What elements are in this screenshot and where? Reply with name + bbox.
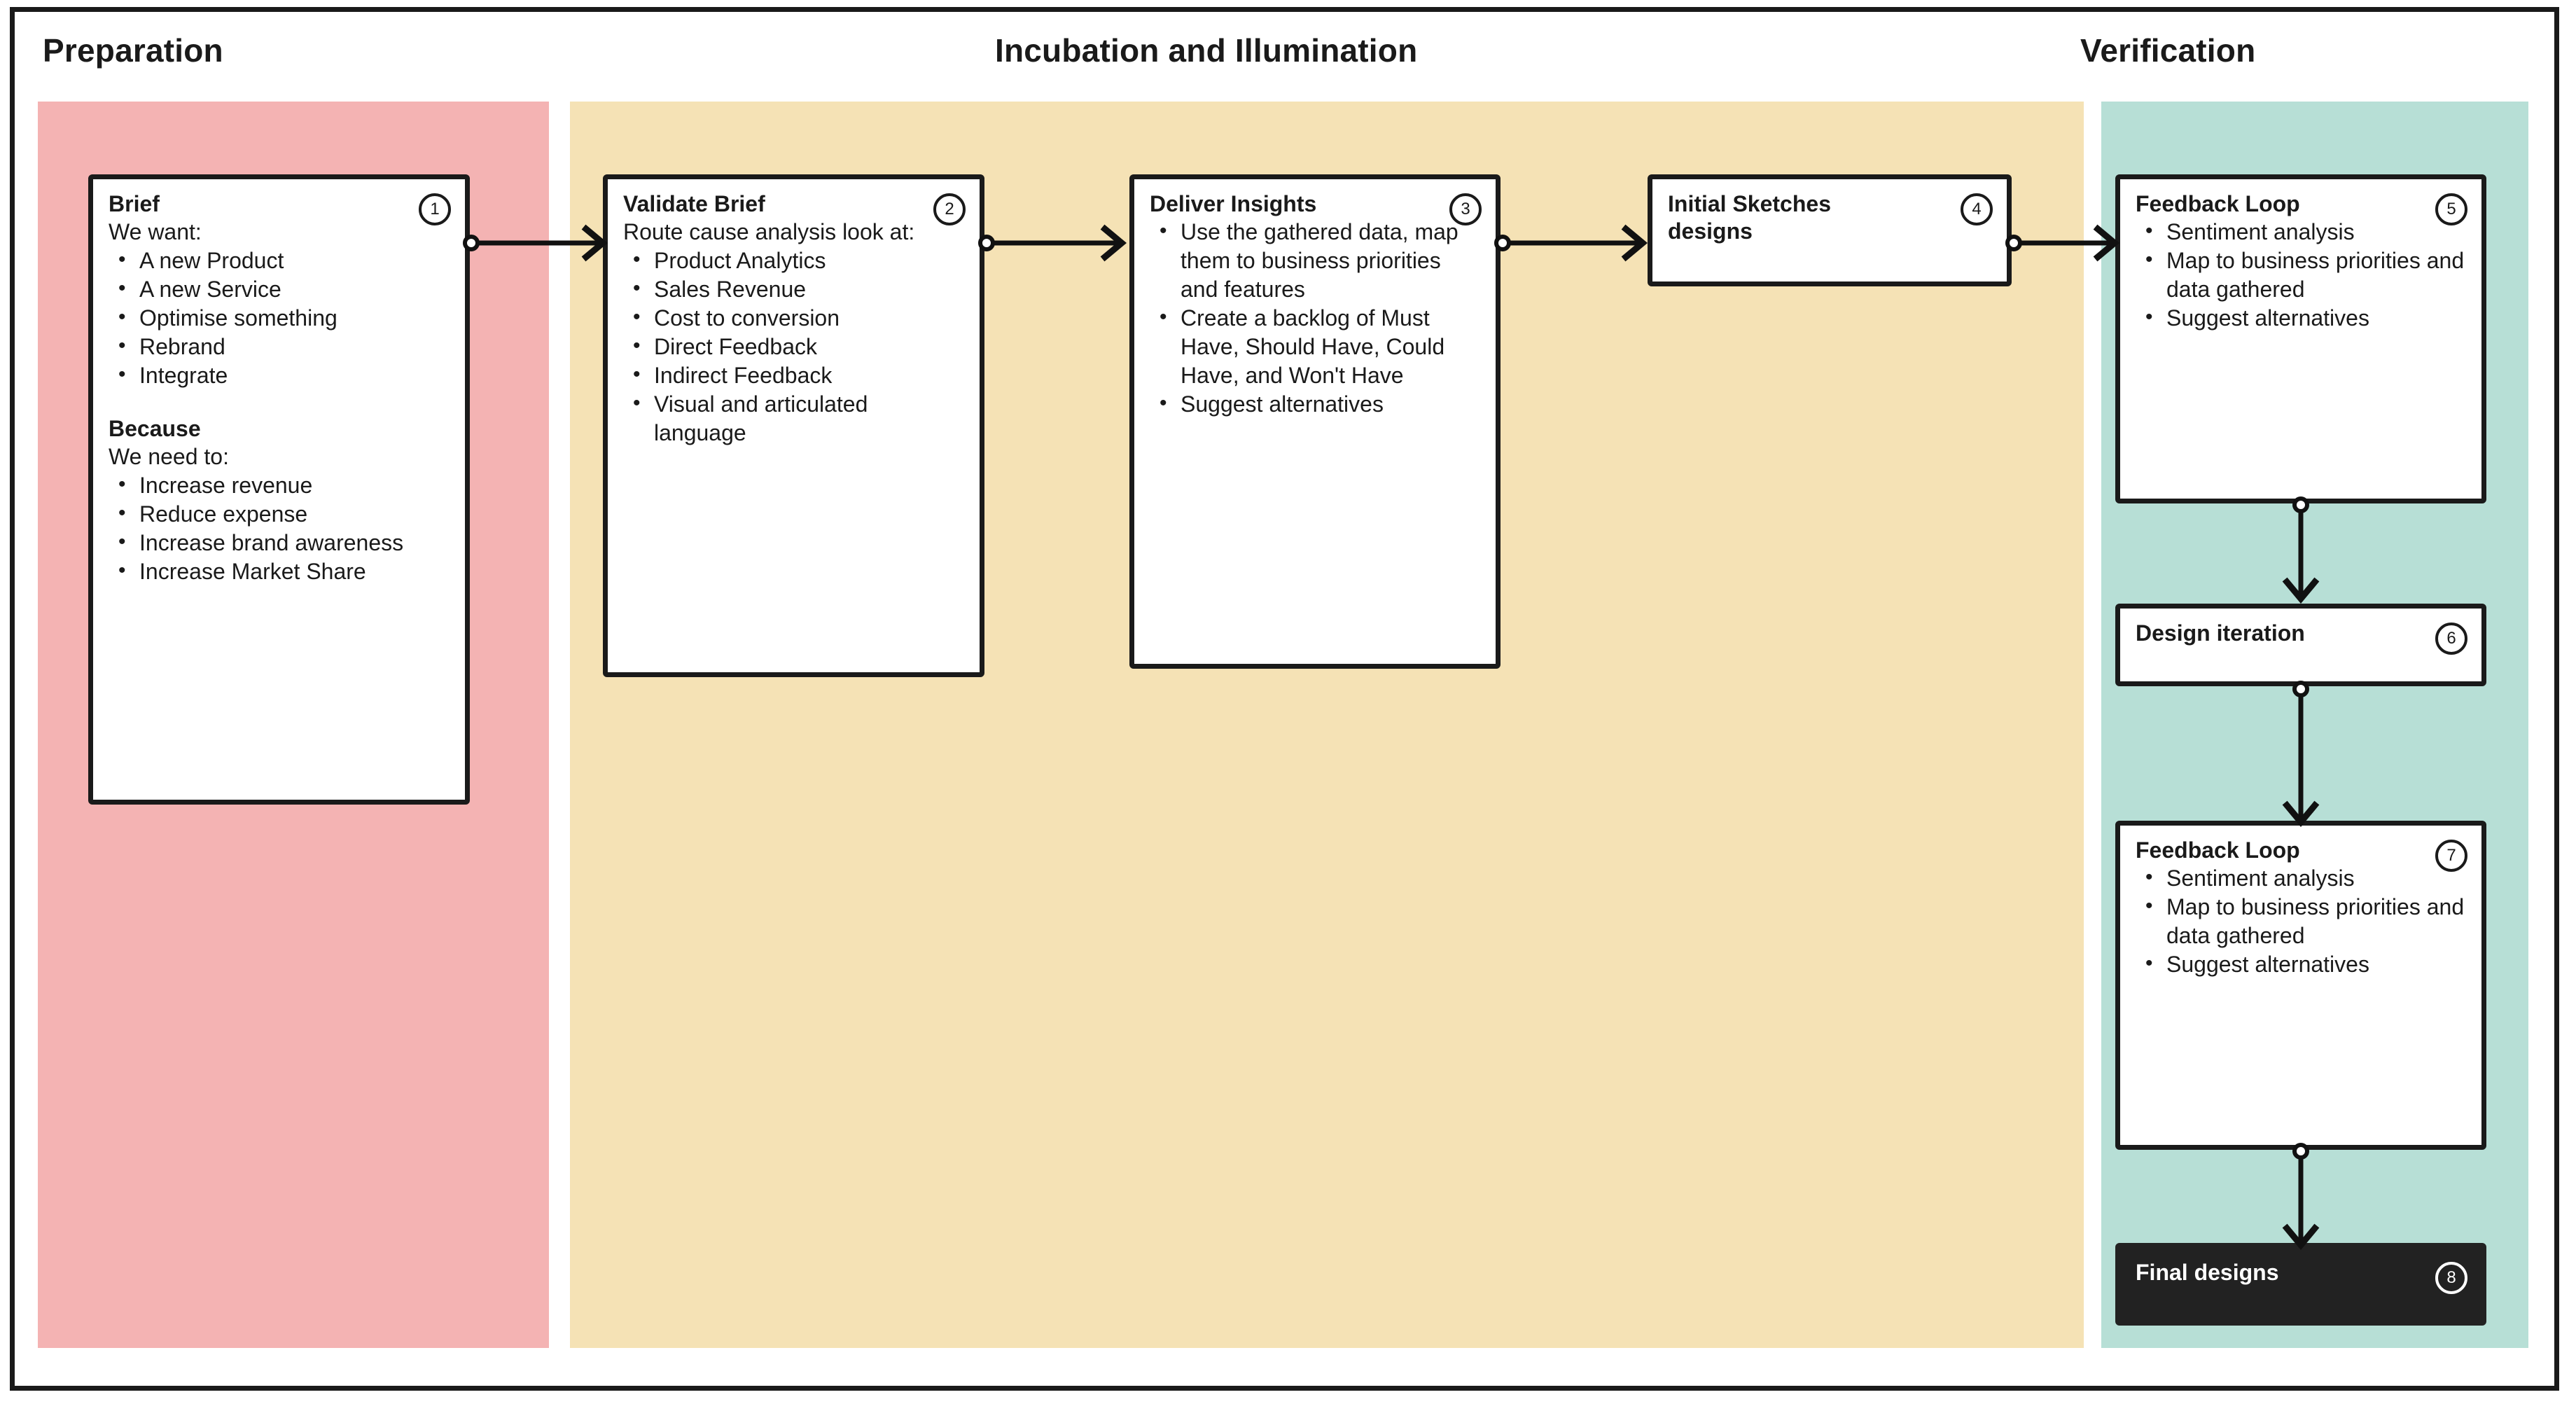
step-badge-8: 8 [2435, 1262, 2467, 1294]
node-list-fb5: Sentiment analysis Map to business prior… [2136, 218, 2467, 333]
list-item: Suggest alternatives [2136, 304, 2467, 333]
node-list-insights: Use the gathered data, map them to busin… [1150, 218, 1482, 419]
node-design-iteration[interactable]: 6 Design iteration [2115, 604, 2486, 686]
list-item: Increase Market Share [109, 557, 451, 586]
node-feedback-loop-7[interactable]: 7 Feedback Loop Sentiment analysis Map t… [2115, 821, 2486, 1150]
spacer [109, 390, 451, 415]
list-item: Use the gathered data, map them to busin… [1150, 218, 1482, 304]
node-final-designs[interactable]: 8 Final designs [2115, 1243, 2486, 1326]
connector-validate-brief-to-deliver-insights [978, 222, 1136, 264]
list-item: Indirect Feedback [623, 361, 966, 390]
list-item: Map to business priorities and data gath… [2136, 893, 2467, 950]
diagram-frame: Preparation Incubation and Illumination … [10, 7, 2559, 1391]
node-title-initial-sketches: Initial Sketches designs [1668, 191, 1831, 244]
list-item: Optimise something [109, 304, 451, 333]
list-item: Sentiment analysis [2136, 218, 2467, 246]
node-title-deliver-insights: Deliver Insights [1150, 191, 1317, 216]
node-title-final-designs: Final designs [2136, 1260, 2279, 1285]
step-badge-6: 6 [2435, 623, 2467, 655]
node-title-feedback-loop-7: Feedback Loop [2136, 837, 2300, 863]
list-item: Integrate [109, 361, 451, 390]
step-badge-2: 2 [933, 193, 966, 225]
connector-deliver-insights-to-initial-sketches [1494, 222, 1657, 264]
list-item: Map to business priorities and data gath… [2136, 246, 2467, 304]
node-intro-brief-need: We need to: [109, 443, 229, 469]
list-item: Rebrand [109, 333, 451, 361]
connector-initial-sketches-to-feedback-loop-5 [2005, 222, 2124, 264]
list-item: Direct Feedback [623, 333, 966, 361]
node-title-validate-brief: Validate Brief [623, 191, 765, 216]
step-badge-4: 4 [1961, 193, 1993, 225]
node-subtitle-because: Because [109, 415, 201, 441]
list-item: A new Service [109, 275, 451, 304]
node-intro-validate: Route cause analysis look at: [623, 219, 915, 245]
node-title-feedback-loop-5: Feedback Loop [2136, 191, 2300, 216]
node-list-fb7: Sentiment analysis Map to business prior… [2136, 864, 2467, 979]
list-item: Suggest alternatives [1150, 390, 1482, 419]
list-item: A new Product [109, 246, 451, 275]
list-item: Suggest alternatives [2136, 950, 2467, 979]
list-item: Sentiment analysis [2136, 864, 2467, 893]
node-deliver-insights[interactable]: 3 Deliver Insights Use the gathered data… [1129, 174, 1501, 669]
column-title-incubation: Incubation and Illumination [995, 32, 1418, 69]
node-list-brief-need: Increase revenue Reduce expense Increase… [109, 471, 451, 586]
node-brief[interactable]: 1 Brief We want: A new Product A new Ser… [88, 174, 470, 805]
list-item: Reduce expense [109, 500, 451, 529]
list-item: Product Analytics [623, 246, 966, 275]
list-item: Create a backlog of Must Have, Should Ha… [1150, 304, 1482, 390]
list-item: Sales Revenue [623, 275, 966, 304]
node-title-design-iteration: Design iteration [2136, 620, 2305, 646]
node-list-validate: Product Analytics Sales Revenue Cost to … [623, 246, 966, 447]
connector-feedback-loop-7-to-final-designs [2280, 1143, 2322, 1255]
connector-feedback-loop-5-to-design-iteration [2280, 496, 2322, 609]
list-item: Cost to conversion [623, 304, 966, 333]
node-title-brief: Brief [109, 191, 160, 216]
list-item: Increase brand awareness [109, 529, 451, 557]
node-intro-brief: We want: [109, 219, 202, 245]
column-title-preparation: Preparation [43, 32, 223, 69]
step-badge-1: 1 [419, 193, 451, 225]
node-initial-sketches[interactable]: 4 Initial Sketches designs [1648, 174, 2012, 286]
node-feedback-loop-5[interactable]: 5 Feedback Loop Sentiment analysis Map t… [2115, 174, 2486, 503]
node-validate-brief[interactable]: 2 Validate Brief Route cause analysis lo… [603, 174, 984, 677]
list-item: Increase revenue [109, 471, 451, 500]
list-item: Visual and articulated language [623, 390, 966, 447]
connector-design-iteration-to-feedback-loop-7 [2280, 681, 2322, 831]
connector-brief-to-validate-brief [463, 222, 617, 264]
node-list-brief-want: A new Product A new Service Optimise som… [109, 246, 451, 390]
column-title-verification: Verification [2080, 32, 2256, 69]
